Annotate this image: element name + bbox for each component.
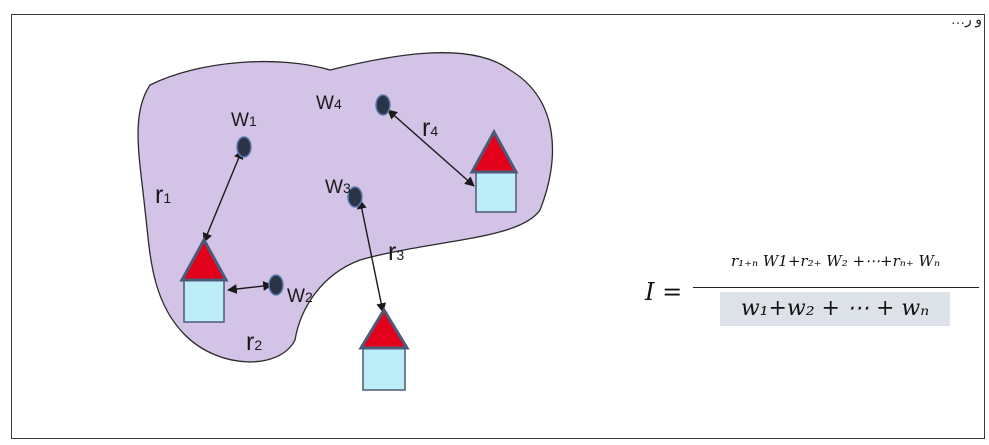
label-r4: r4 [422,114,438,142]
idw-formula: I = r₁₊ₙ W1+r₂₊ W₂ +⋯+rₙ₊ Wₙ w₁+w₂ + ⋯ +… [645,252,980,332]
label-r3: r3 [388,238,404,266]
point-w1 [236,136,252,158]
house-4 [469,128,519,213]
point-w3 [347,186,363,208]
point-w2 [268,274,284,296]
corner-text: …و ر [950,13,982,28]
label-w4: W4 [316,93,342,114]
label-w3: W3 [325,177,351,198]
formula-lhs: I = [645,278,683,306]
fraction-bar [693,287,979,288]
formula-denominator: w₁+w₂ + ⋯ + wₙ [720,292,950,326]
formula-numerator: r₁₊ₙ W1+r₂₊ W₂ +⋯+rₙ₊ Wₙ [730,252,941,270]
arrow-r1 [202,149,244,243]
house-3 [358,307,410,391]
label-r1: r1 [155,181,171,209]
label-r2: r2 [246,328,262,356]
house-1 [179,236,229,323]
arrow-r4 [387,109,475,187]
arrow-r3 [356,199,387,313]
label-w1: W1 [231,110,257,131]
arrow-r2 [227,281,273,294]
label-w2: W2 [287,286,313,307]
point-w4 [375,94,391,116]
